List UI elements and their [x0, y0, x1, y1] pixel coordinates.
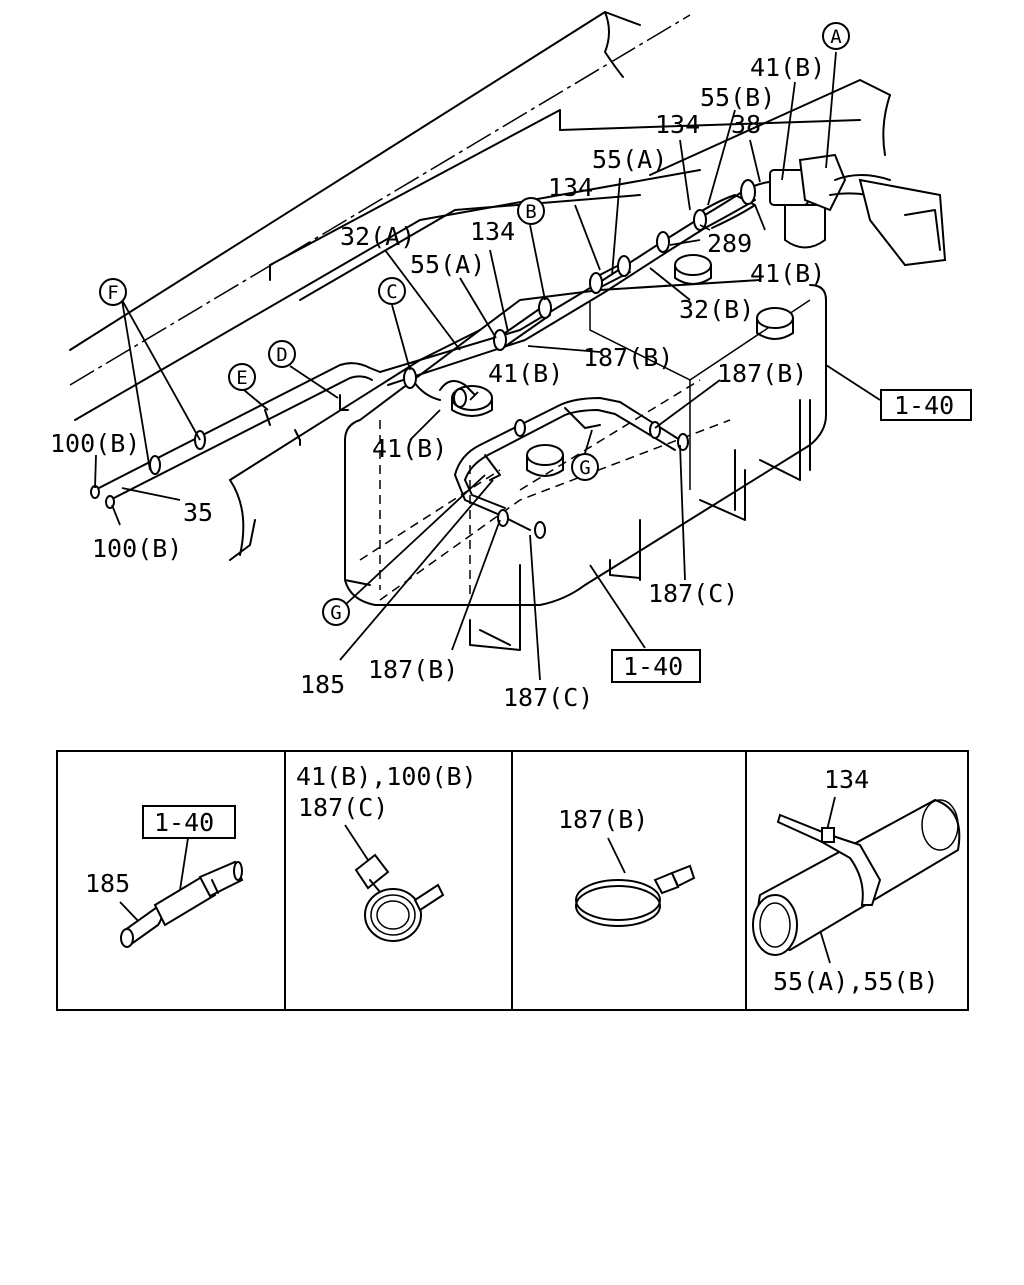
label-134-b: 134 — [548, 173, 593, 202]
callout-markers: A B C D E F G G — [99, 22, 850, 626]
callout-g-left: G — [330, 602, 341, 624]
panel-spring-clip: 41(B),100(B) 187(C) — [296, 762, 477, 942]
callout-e: E — [236, 367, 247, 389]
panel-band-clamp: 187(B) — [558, 805, 696, 927]
label-187c-a: 187(C) — [648, 579, 738, 608]
label-100b-a: 100(B) — [50, 429, 140, 458]
ref-box-tank-right — [880, 389, 972, 421]
ref-label-tank-bottom: 1-40 — [623, 652, 683, 681]
label-185: 185 — [300, 670, 345, 699]
label-41b-top: 41(B) — [750, 53, 825, 82]
label-32b: 32(B) — [679, 295, 754, 324]
panel3-part-label: 187(B) — [558, 805, 648, 834]
label-41b-right: 41(B) — [750, 259, 825, 288]
panel2-line2: 187(C) — [298, 793, 388, 822]
leader-lines — [94, 51, 881, 681]
panel-grommet: 1-40 185 — [85, 805, 244, 948]
callout-d: D — [276, 344, 287, 366]
label-41b-left: 41(B) — [372, 434, 447, 463]
panel4-top-label: 134 — [824, 765, 869, 794]
label-187b-c: 187(B) — [368, 655, 458, 684]
callout-b: B — [525, 201, 536, 223]
label-32a: 32(A) — [340, 222, 415, 251]
panel4-bottom-label: 55(A),55(B) — [773, 967, 939, 996]
detail-panels: 1-40 185 41(B),100(B) 187(C) 187(B) — [56, 750, 969, 1011]
label-38: 38 — [731, 110, 761, 139]
filter-assembly — [769, 153, 947, 267]
label-55a-a: 55(A) — [592, 145, 667, 174]
panel1-ref-box — [142, 805, 236, 839]
label-134-c: 134 — [470, 217, 515, 246]
callout-f: F — [107, 282, 118, 304]
label-187c-b: 187(C) — [503, 683, 593, 712]
fuel-pipes — [90, 179, 781, 539]
label-35: 35 — [183, 498, 213, 527]
label-55b-top: 55(B) — [700, 83, 775, 112]
callout-g-right: G — [579, 457, 590, 479]
part-labels: 41(B) 55(B) 134 38 55(A) 134 32(A) 134 5… — [50, 53, 825, 712]
label-100b-b: 100(B) — [92, 534, 182, 563]
fuel-tank — [344, 254, 827, 651]
label-41b-mid: 41(B) — [488, 359, 563, 388]
ref-box-tank-bottom — [611, 649, 701, 683]
callout-a: A — [830, 26, 842, 48]
panel-hose-tie: 134 55(A),55(B) — [752, 765, 961, 996]
label-134-a: 134 — [655, 110, 700, 139]
label-289: 289 — [707, 229, 752, 258]
label-187b-a: 187(B) — [583, 343, 673, 372]
reference-boxes: 1-40 1-40 — [611, 389, 972, 683]
panel2-line1: 41(B),100(B) — [296, 762, 477, 791]
panel1-ref-label: 1-40 — [154, 808, 214, 837]
label-55a-b: 55(A) — [410, 250, 485, 279]
label-187b-b: 187(B) — [717, 359, 807, 388]
callout-c: C — [386, 281, 397, 303]
ref-label-tank-right: 1-40 — [894, 391, 954, 420]
panel1-part-label: 185 — [85, 869, 130, 898]
